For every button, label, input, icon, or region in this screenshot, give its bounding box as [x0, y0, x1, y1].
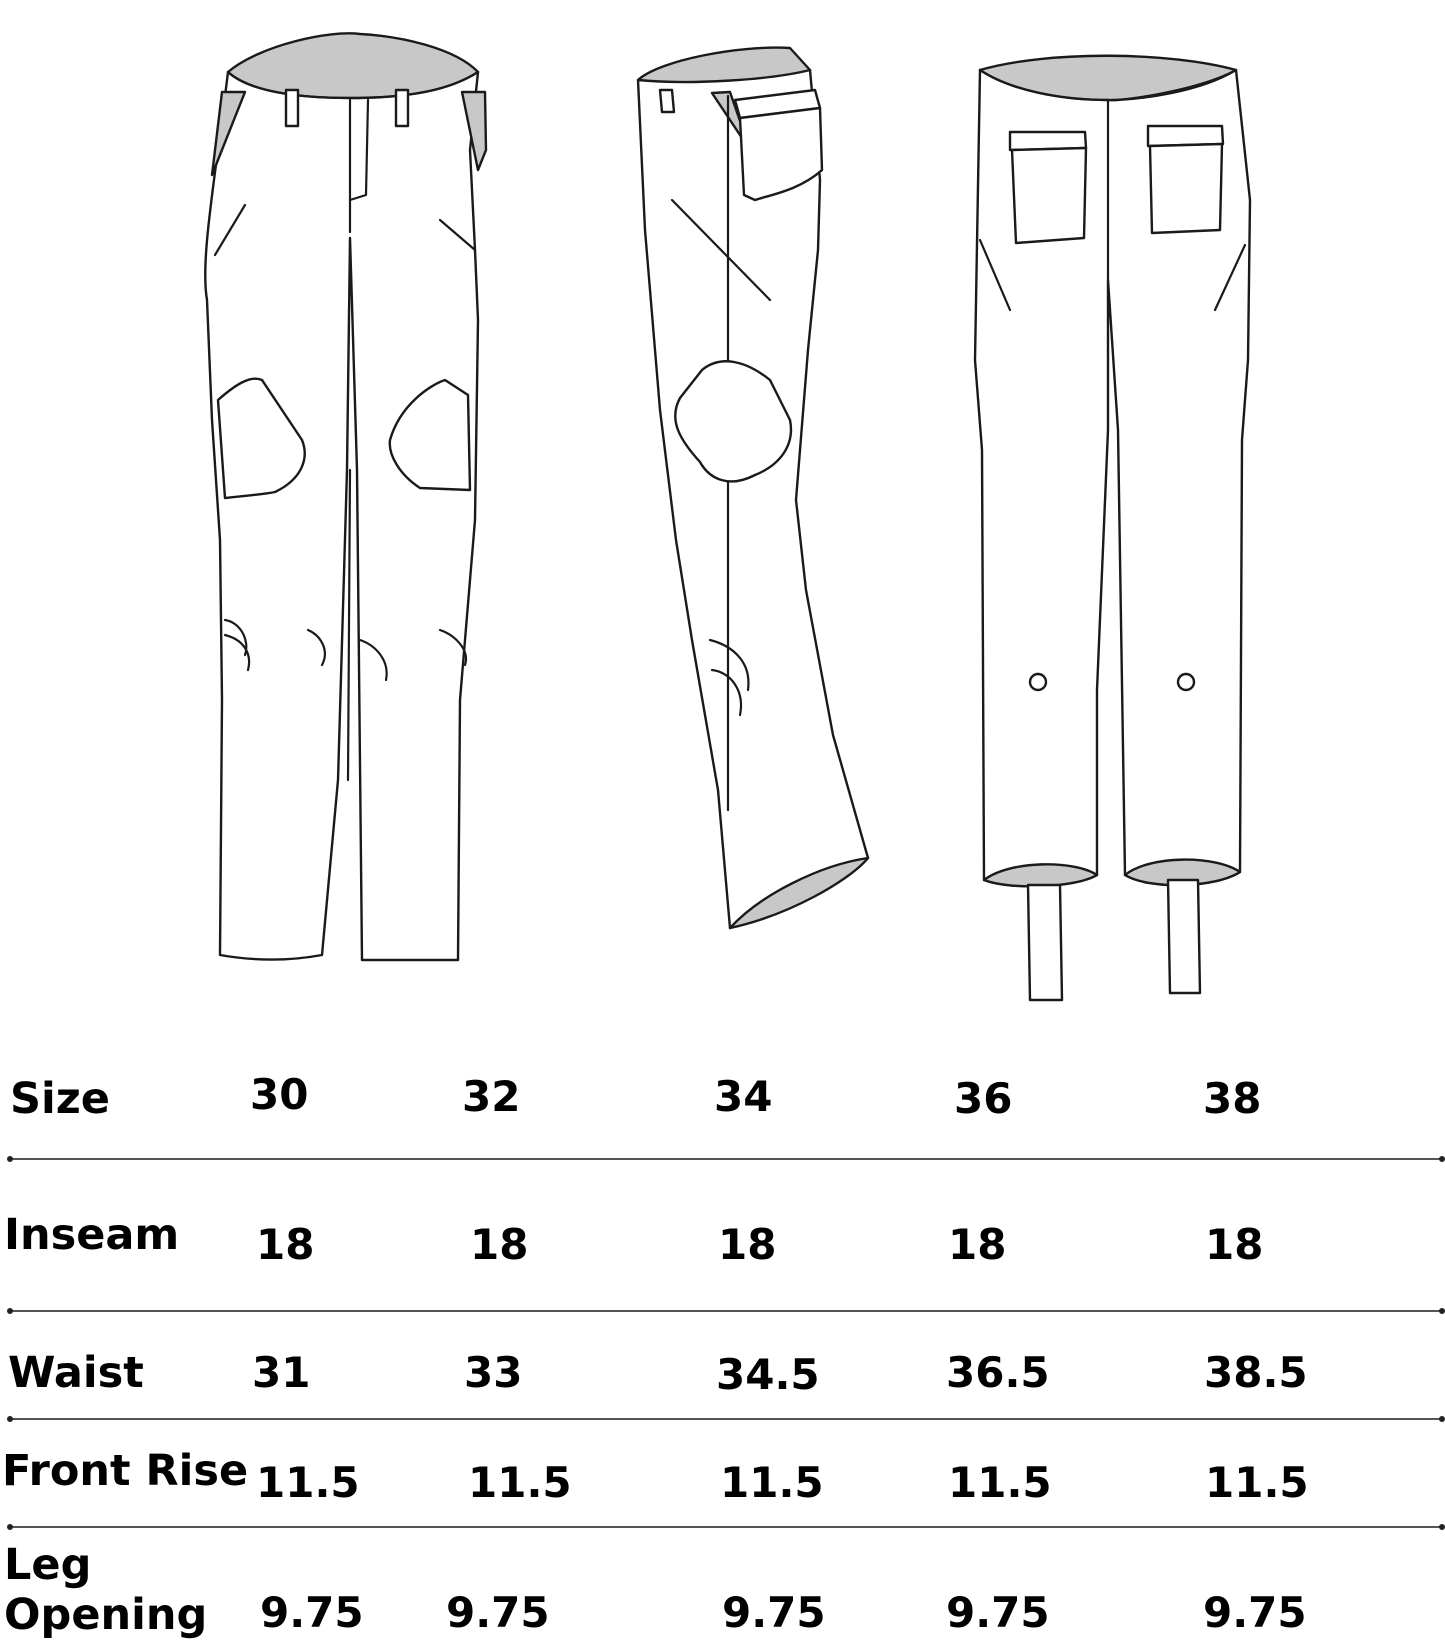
back-view-drawing: [973, 54, 1252, 1002]
front-view-drawing: [204, 32, 488, 962]
size-value-5: 38: [1203, 1074, 1262, 1123]
row-label-size: Size: [10, 1074, 110, 1124]
row-label-inseam: Inseam: [4, 1210, 180, 1260]
size-value-3: 34: [714, 1072, 773, 1121]
leg-opening-value-4: 9.75: [946, 1588, 1050, 1637]
waist-value-4: 36.5: [946, 1348, 1050, 1397]
leg-opening-value-2: 9.75: [446, 1588, 550, 1637]
row-label-front-rise: Front Rise: [2, 1446, 249, 1496]
row-divider: [7, 1156, 1445, 1162]
row-divider: [7, 1524, 1445, 1530]
leg-opening-value-3: 9.75: [722, 1588, 826, 1637]
inseam-value-3: 18: [718, 1220, 777, 1269]
row-divider: [7, 1416, 1445, 1422]
size-value-2: 32: [462, 1072, 521, 1121]
front-rise-value-1: 11.5: [256, 1458, 360, 1507]
inseam-value-1: 18: [256, 1220, 315, 1269]
size-value-1: 30: [250, 1070, 309, 1119]
waist-value-2: 33: [464, 1348, 523, 1397]
inseam-value-4: 18: [948, 1220, 1007, 1269]
waist-value-5: 38.5: [1204, 1348, 1308, 1397]
row-label-leg-opening: Leg Opening: [4, 1540, 208, 1640]
leg-opening-value-5: 9.75: [1203, 1588, 1307, 1637]
side-view-drawing: [636, 46, 870, 930]
size-value-4: 36: [954, 1074, 1013, 1123]
front-rise-value-3: 11.5: [720, 1458, 824, 1507]
row-label-waist: Waist: [8, 1348, 144, 1398]
row-divider: [7, 1308, 1445, 1314]
inseam-value-2: 18: [470, 1220, 529, 1269]
waist-value-3: 34.5: [716, 1350, 820, 1399]
front-rise-value-4: 11.5: [948, 1458, 1052, 1507]
front-rise-value-5: 11.5: [1205, 1458, 1309, 1507]
waist-value-1: 31: [252, 1348, 311, 1397]
front-rise-value-2: 11.5: [468, 1458, 572, 1507]
leg-opening-value-1: 9.75: [260, 1588, 364, 1637]
inseam-value-5: 18: [1205, 1220, 1264, 1269]
pants-illustrations: [204, 32, 1252, 1002]
